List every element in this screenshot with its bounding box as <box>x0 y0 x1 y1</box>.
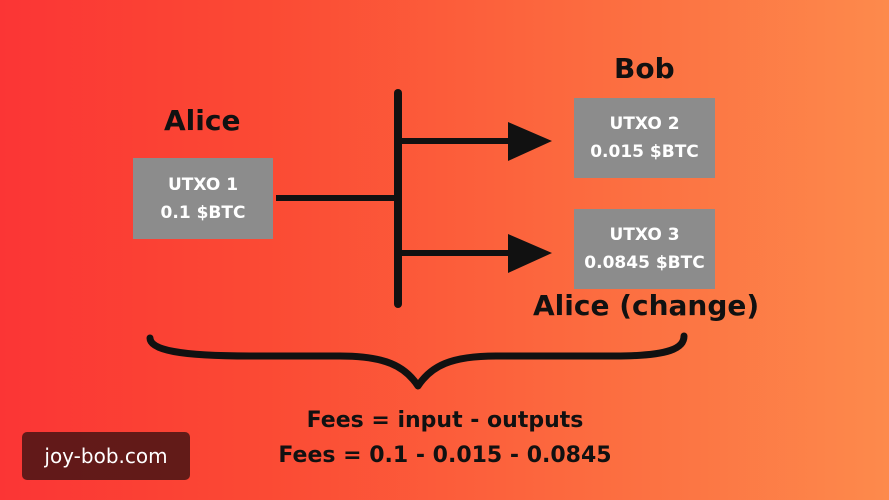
fees-formula: Fees = input - outputs <box>306 408 584 433</box>
arrow-head-utxo3 <box>508 234 552 273</box>
change-label: Alice (change) <box>533 289 760 322</box>
input-utxo-amount: 0.1 $BTC <box>160 202 246 223</box>
change-utxo-id: UTXO 3 <box>609 225 680 245</box>
arrow-head-utxo2 <box>508 122 552 161</box>
watermark-badge: joy-bob.com <box>22 432 190 480</box>
input-utxo-box: UTXO 1 0.1 $BTC <box>133 158 273 239</box>
output-utxo-box: UTXO 2 0.015 $BTC <box>574 98 715 178</box>
receiver-label: Bob <box>614 52 675 85</box>
output-utxo-id: UTXO 2 <box>609 114 680 134</box>
fees-calculation: Fees = 0.1 - 0.015 - 0.0845 <box>278 443 612 468</box>
curly-brace <box>146 332 688 390</box>
sender-label: Alice <box>164 104 241 137</box>
change-utxo-box: UTXO 3 0.0845 $BTC <box>574 209 715 289</box>
input-utxo-id: UTXO 1 <box>167 174 239 195</box>
change-utxo-amount: 0.0845 $BTC <box>584 253 705 273</box>
output-utxo-amount: 0.015 $BTC <box>590 142 699 162</box>
